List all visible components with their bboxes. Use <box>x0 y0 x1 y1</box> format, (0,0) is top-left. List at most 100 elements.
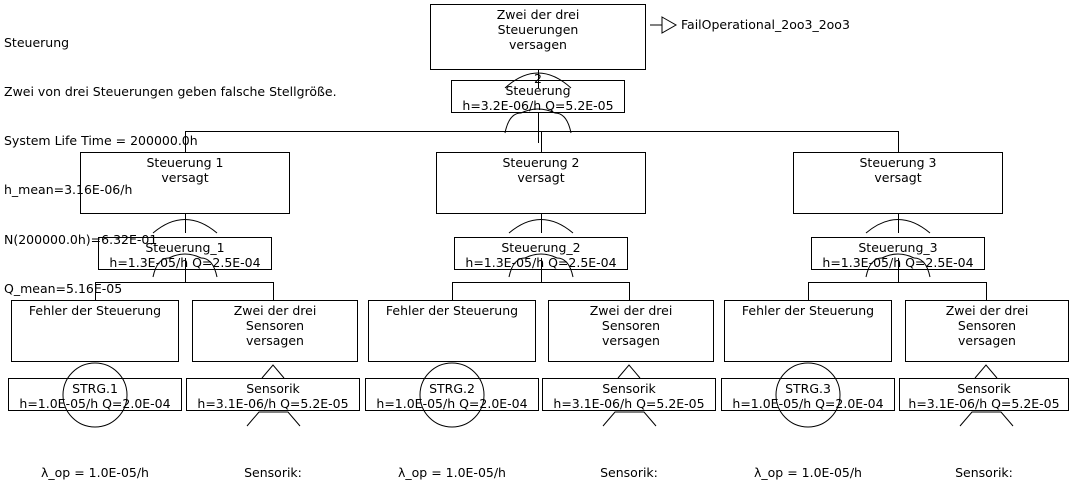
connector-bus-branch-2 <box>541 131 542 152</box>
branch-3-param-box[interactable]: Steuerung_3 h=1.3E-05/h Q=2.5E-04 <box>811 237 985 270</box>
transfer-in-triangle-2 <box>617 364 641 379</box>
branch-1-child-1-param-box[interactable]: STRG.1 h=1.0E-05/h Q=2.0E-04 <box>8 378 182 411</box>
branch-2-child-1-notes: λ_op = 1.0E-05/h t_check = 0h t_rep = 20… <box>365 432 539 487</box>
connector-child-3b <box>986 282 987 300</box>
branch-2-child-2-event-line-3: versagen <box>602 333 660 348</box>
top-param-name: Steuerung <box>505 83 571 98</box>
branch-2-param-values: h=1.3E-05/h Q=2.5E-04 <box>465 255 617 270</box>
branch-3-event-line-2: versagt <box>874 170 922 185</box>
branch-2-child-2-event-box[interactable]: Zwei der drei Sensoren versagen <box>548 300 714 362</box>
branch-2-child-2-param-name: Sensorik <box>602 381 656 396</box>
connector-child-1a <box>95 282 96 300</box>
branch-3-child-2-event-line-2: Sensoren <box>957 318 1017 333</box>
branch-3-child-1-event-box[interactable]: Fehler der Steuerung <box>724 300 892 362</box>
branch-1-child-1-param-values: h=1.0E-05/h Q=2.0E-04 <box>19 396 171 411</box>
branch-2-child-1-param-name: STRG.2 <box>429 381 475 396</box>
branch-1-child-2-notes: Sensorik: Sensorik <box>186 432 360 487</box>
branch-2-child-1-param-box[interactable]: STRG.2 h=1.0E-05/h Q=2.0E-04 <box>365 378 539 411</box>
branch-2-event-line-2: versagt <box>517 170 565 185</box>
header-line-1: Steuerung <box>4 34 70 50</box>
branch-2-child-1-event-line-1: Fehler der Steuerung <box>385 303 519 318</box>
transfer-in-triangle-1 <box>261 364 285 379</box>
top-event-line-1: Zwei der drei <box>496 7 580 22</box>
branch-1-param-name: Steuerung_1 <box>145 240 225 255</box>
connector-child-1b <box>273 282 274 300</box>
branch-3-child-2-notes: Sensorik: Sensorik <box>899 432 1069 487</box>
branch-1-child-1-event-box[interactable]: Fehler der Steuerung <box>11 300 179 362</box>
branch-2-child-1-note-1: λ_op = 1.0E-05/h <box>398 465 506 480</box>
connector-bus-branch-3 <box>898 131 899 152</box>
branch-3-child-2-event-box[interactable]: Zwei der drei Sensoren versagen <box>905 300 1069 362</box>
header-line-2: Zwei von drei Steuerungen geben falsche … <box>4 84 337 100</box>
child-bus-2 <box>452 282 630 283</box>
connector-branch-3-down <box>898 258 899 282</box>
connector-child-3a <box>808 282 809 300</box>
branch-2-child-2-param-values: h=3.1E-06/h Q=5.2E-05 <box>553 396 705 411</box>
branch-1-child-2-param-box[interactable]: Sensorik h=3.1E-06/h Q=5.2E-05 <box>186 378 360 411</box>
branch-1-child-2-event-line-1: Zwei der drei <box>233 303 317 318</box>
child-bus-1 <box>95 282 274 283</box>
branch-3-child-1-param-name: STRG.3 <box>785 381 831 396</box>
branch-1-param-values: h=1.3E-05/h Q=2.5E-04 <box>109 255 261 270</box>
branch-1-child-2-param-name: Sensorik <box>246 381 300 396</box>
branch-1-param-box[interactable]: Steuerung_1 h=1.3E-05/h Q=2.5E-04 <box>98 237 272 270</box>
branch-3-child-2-event-line-3: versagen <box>958 333 1016 348</box>
diagram-header: Steuerung Zwei von drei Steuerungen gebe… <box>4 2 337 330</box>
branch-3-child-2-event-line-1: Zwei der drei <box>945 303 1029 318</box>
branch-3-child-1-notes: λ_op = 1.0E-05/h t_check = 0h t_rep = 20… <box>721 432 895 487</box>
transfer-out-label: FailOperational_2oo3_2oo3 <box>681 17 850 32</box>
branch-1-event-line-2: versagt <box>161 170 209 185</box>
branch-3-child-2-param-box[interactable]: Sensorik h=3.1E-06/h Q=5.2E-05 <box>899 378 1069 411</box>
branch-2-param-box[interactable]: Steuerung_2 h=1.3E-05/h Q=2.5E-04 <box>454 237 628 270</box>
connector-branch-1-gate <box>185 214 186 233</box>
branch-2-child-1-event-box[interactable]: Fehler der Steuerung <box>368 300 536 362</box>
top-event-box[interactable]: Zwei der drei Steuerungen versagen <box>430 4 646 70</box>
connector-child-2a <box>452 282 453 300</box>
connector-branch-3-gate <box>898 214 899 233</box>
header-line-3: System Life Time = 200000.0h <box>4 133 198 149</box>
branch-2-child-2-note-1: Sensorik: <box>600 465 658 480</box>
child-bus-3 <box>808 282 987 283</box>
branch-3-child-1-param-box[interactable]: STRG.3 h=1.0E-05/h Q=2.0E-04 <box>721 378 895 411</box>
branch-1-child-2-event-line-3: versagen <box>246 333 304 348</box>
branch-2-event-line-1: Steuerung 2 <box>502 155 580 170</box>
branch-1-child-1-note-1: λ_op = 1.0E-05/h <box>41 465 149 480</box>
branch-2-child-2-event-line-2: Sensoren <box>601 318 661 333</box>
branch-3-event-box[interactable]: Steuerung 3 versagt <box>793 152 1003 214</box>
connector-branch-2-down <box>541 258 542 282</box>
branch-2-event-box[interactable]: Steuerung 2 versagt <box>436 152 646 214</box>
top-event-line-2: Steuerungen <box>497 22 579 37</box>
top-param-box[interactable]: Steuerung h=3.2E-06/h Q=5.2E-05 <box>451 80 625 113</box>
branch-3-child-2-param-name: Sensorik <box>957 381 1011 396</box>
branch-1-child-2-event-box[interactable]: Zwei der drei Sensoren versagen <box>192 300 358 362</box>
transfer-trapezoid-1 <box>246 411 301 427</box>
connector-branch-2-gate <box>541 214 542 233</box>
branch-2-child-2-notes: Sensorik: Sensorik <box>542 432 716 487</box>
transfer-in-triangle-3 <box>974 364 998 379</box>
branch-3-param-values: h=1.3E-05/h Q=2.5E-04 <box>822 255 974 270</box>
branch-3-child-1-note-1: λ_op = 1.0E-05/h <box>754 465 862 480</box>
transfer-out-icon <box>650 16 678 34</box>
branch-3-child-1-param-values: h=1.0E-05/h Q=2.0E-04 <box>732 396 884 411</box>
branch-2-child-1-param-values: h=1.0E-05/h Q=2.0E-04 <box>376 396 528 411</box>
connector-branch-1-down <box>185 258 186 282</box>
transfer-trapezoid-2 <box>602 411 657 427</box>
branch-3-child-2-note-1: Sensorik: <box>955 465 1013 480</box>
transfer-trapezoid-3 <box>959 411 1014 427</box>
branch-2-param-name: Steuerung_2 <box>501 240 581 255</box>
connector-child-2b <box>629 282 630 300</box>
top-event-line-3: versagen <box>509 37 567 52</box>
branch-3-child-2-param-values: h=3.1E-06/h Q=5.2E-05 <box>908 396 1060 411</box>
branch-1-child-2-param-values: h=3.1E-06/h Q=5.2E-05 <box>197 396 349 411</box>
connector-top-to-bus <box>538 113 539 143</box>
branch-3-param-name: Steuerung_3 <box>858 240 938 255</box>
distribution-bus <box>185 131 899 132</box>
branch-1-child-1-param-name: STRG.1 <box>72 381 118 396</box>
branch-1-child-1-notes: λ_op = 1.0E-05/h t_check = 0h t_rep = 20… <box>8 432 182 487</box>
branch-3-event-line-1: Steuerung 3 <box>859 155 937 170</box>
connector-bus-branch-1 <box>185 131 186 152</box>
header-line-4: h_mean=3.16E-06/h <box>4 182 133 198</box>
branch-1-event-box[interactable]: Steuerung 1 versagt <box>80 152 290 214</box>
header-line-6: Q_mean=5.16E-05 <box>4 280 123 296</box>
branch-2-child-2-param-box[interactable]: Sensorik h=3.1E-06/h Q=5.2E-05 <box>542 378 716 411</box>
